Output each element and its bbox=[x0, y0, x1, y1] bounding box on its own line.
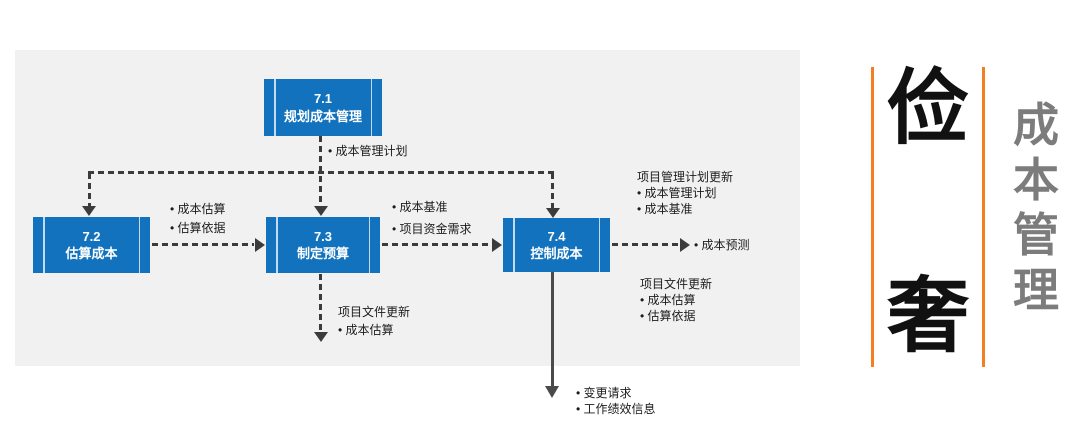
orange-divider-line bbox=[982, 67, 985, 367]
diagram-background-panel bbox=[15, 50, 800, 366]
vertical-title-char: 成 bbox=[1013, 99, 1059, 151]
solid-connector bbox=[551, 272, 554, 386]
process-number: 7.3 bbox=[313, 228, 333, 244]
orange-divider-line bbox=[871, 67, 874, 367]
label-control-outputs-document-updates: 项目文件更新 • 成本估算 • 估算依据 bbox=[640, 277, 713, 323]
process-box-7-1: 7.1 规划成本管理 bbox=[264, 79, 382, 136]
process-number: 7.4 bbox=[547, 228, 566, 244]
arrowhead-down bbox=[82, 206, 96, 216]
dashed-connector bbox=[88, 171, 554, 174]
box-divider bbox=[513, 218, 515, 272]
vertical-title-cost-management: 成 本 管 理 bbox=[1010, 98, 1062, 318]
big-character-jian: 俭 bbox=[886, 63, 969, 154]
dashed-connector bbox=[382, 243, 492, 246]
process-name: 控制成本 bbox=[530, 246, 583, 261]
process-box-7-2: 7.2 估算成本 bbox=[33, 217, 150, 273]
label-control-outputs-plan-updates: 项目管理计划更新 • 成本管理计划 • 成本基准 bbox=[637, 170, 734, 216]
label-budget-document-updates: 项目文件更新 • 成本估算 bbox=[338, 305, 411, 337]
process-box-7-3: 7.3 制定预算 bbox=[266, 217, 380, 273]
label-cost-management-plan: • 成本管理计划 bbox=[328, 144, 408, 158]
arrowhead-right bbox=[255, 238, 265, 252]
process-number: 7.2 bbox=[82, 228, 101, 244]
vertical-title-char: 理 bbox=[1013, 264, 1059, 316]
arrowhead-right bbox=[680, 238, 690, 252]
arrowhead-down bbox=[314, 206, 328, 216]
dashed-connector bbox=[319, 274, 322, 332]
arrowhead-right bbox=[492, 238, 502, 252]
vertical-title-char: 本 bbox=[1013, 154, 1059, 206]
dashed-connector bbox=[612, 243, 680, 246]
box-divider bbox=[276, 217, 278, 273]
label-estimate-outputs: • 成本估算 • 估算依据 bbox=[170, 202, 226, 235]
arrowhead-down bbox=[545, 386, 559, 398]
arrowhead-down bbox=[314, 332, 328, 342]
box-divider bbox=[368, 217, 370, 273]
process-name: 估算成本 bbox=[65, 246, 118, 261]
box-divider bbox=[274, 79, 276, 136]
box-divider bbox=[370, 79, 372, 136]
process-box-7-4: 7.4 控制成本 bbox=[503, 218, 610, 272]
box-divider bbox=[138, 217, 140, 273]
box-divider bbox=[43, 217, 45, 273]
box-divider bbox=[598, 218, 600, 272]
process-number: 7.1 bbox=[313, 91, 333, 107]
vertical-title-char: 管 bbox=[1013, 209, 1059, 261]
dashed-connector bbox=[551, 173, 554, 208]
process-name: 规划成本管理 bbox=[283, 108, 362, 124]
dashed-connector bbox=[152, 243, 254, 246]
arrowhead-down bbox=[546, 208, 560, 218]
big-character-she: 奢 bbox=[886, 271, 969, 362]
label-budget-outputs: • 成本基准 • 项目资金需求 bbox=[392, 200, 472, 236]
label-cost-forecast: • 成本预测 bbox=[694, 238, 750, 252]
label-control-down-outputs: • 变更请求 • 工作绩效信息 bbox=[576, 386, 656, 416]
dashed-connector bbox=[88, 173, 91, 206]
process-name: 制定预算 bbox=[296, 246, 349, 261]
